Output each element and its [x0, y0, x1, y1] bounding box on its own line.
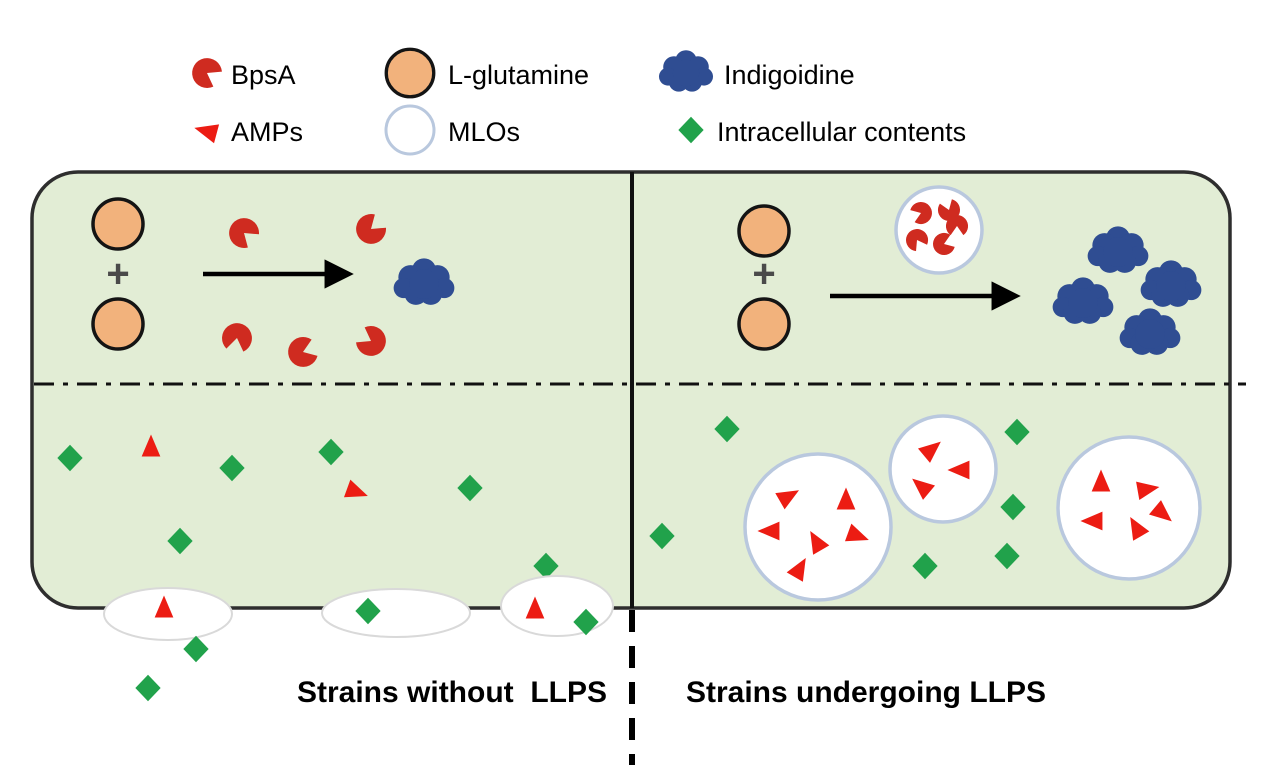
membrane-rupture [500, 575, 614, 637]
mlo-with-amps-1 [743, 452, 893, 602]
membrane-rupture [321, 588, 471, 638]
intracellular-content-leaked [135, 674, 161, 702]
indigoidine-icon [659, 50, 713, 92]
panel-llps-bottom [649, 414, 1202, 602]
l-glutamine-molecule [91, 297, 145, 351]
plus-symbol: + [106, 252, 129, 296]
label-strains-without-llps: Strains without LLPS [297, 676, 607, 709]
legend: BpsA L-glutamine Indigoidine AMPs MLOs I… [186, 47, 966, 156]
legend-label-bpsa: BpsA [231, 60, 296, 90]
legend-label-intracellular-contents: Intracellular contents [717, 117, 966, 147]
mlo-droplet [1056, 435, 1202, 581]
legend-item-indigoidine: Indigoidine [659, 50, 855, 92]
panel-no-llps-bottom [57, 434, 614, 702]
bpsa-icon [186, 52, 226, 93]
mlo-droplet [894, 185, 984, 275]
legend-item-bpsa: BpsA [186, 52, 296, 93]
legend-item-intracellular-contents: Intracellular contents [678, 116, 966, 147]
l-glutamine-molecule [737, 297, 791, 351]
mlo-with-bpsa [894, 185, 984, 275]
mlo-droplet [888, 414, 998, 524]
panel-no-llps-top: + [91, 197, 455, 372]
mlo-with-amps-3 [1056, 435, 1202, 581]
legend-label-indigoidine: Indigoidine [724, 60, 855, 90]
intracellular-contents-icon [678, 116, 704, 144]
plus-symbol: + [752, 252, 775, 296]
legend-label-l-glutamine: L-glutamine [448, 60, 589, 90]
l-glutamine-molecule [737, 204, 791, 258]
legend-item-amps: AMPs [191, 117, 303, 147]
legend-item-mlos: MLOs [384, 104, 520, 156]
label-strains-undergoing-llps: Strains undergoing LLPS [686, 676, 1046, 709]
legend-label-mlos: MLOs [448, 117, 520, 147]
l-glutamine-molecule [91, 197, 145, 251]
mlo-droplet [743, 452, 893, 602]
amp-icon [191, 118, 220, 144]
mlo-with-amps-2 [888, 414, 998, 524]
mlo-icon [384, 104, 436, 156]
legend-label-amps: AMPs [231, 117, 303, 147]
l-glutamine-icon [384, 47, 436, 99]
panel-llps-top: + [737, 185, 1202, 355]
legend-item-l-glutamine: L-glutamine [384, 47, 589, 99]
